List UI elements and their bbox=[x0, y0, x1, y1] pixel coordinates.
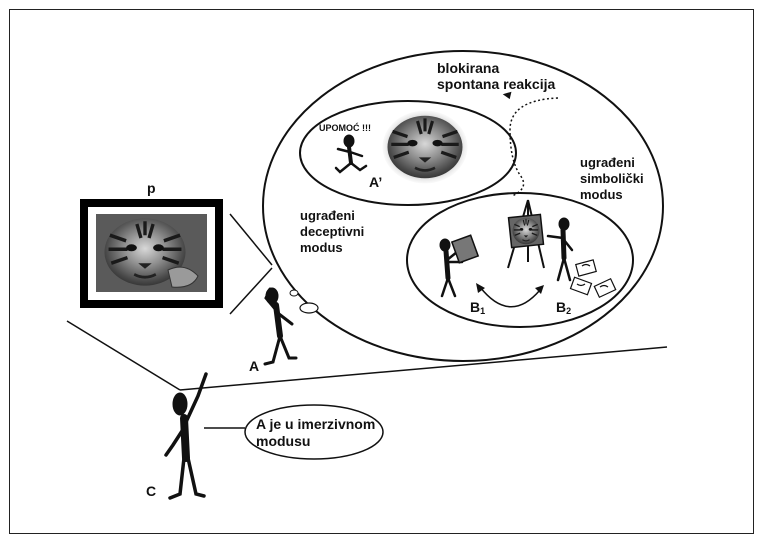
label-deceptive-mode-3: modus bbox=[300, 240, 343, 255]
label-figure-b1-sub: 1 bbox=[480, 306, 485, 316]
label-figure-a-prime: A’ bbox=[369, 174, 382, 190]
speech-text-line1: A je u imerzivnom bbox=[256, 416, 375, 432]
blocked-reaction-arrow bbox=[509, 97, 559, 197]
thought-bubble-small-1 bbox=[299, 302, 319, 314]
label-symbolic-mode-3: modus bbox=[580, 187, 623, 202]
blocked-reaction-arrowhead bbox=[502, 91, 512, 100]
figure-b1 bbox=[439, 238, 464, 298]
label-symbolic-mode-2: simbolički bbox=[580, 171, 644, 186]
label-figure-b1-letter: B bbox=[470, 299, 480, 315]
figure-c bbox=[164, 372, 208, 500]
label-picture: p bbox=[147, 180, 156, 196]
label-figure-c: C bbox=[146, 483, 156, 499]
label-figure-a: A bbox=[249, 358, 259, 374]
label-figure-b1: B1 bbox=[470, 299, 485, 316]
figure-a-prime-running bbox=[334, 134, 368, 174]
scattered-papers bbox=[569, 259, 617, 299]
figure-b2 bbox=[546, 217, 574, 282]
label-figure-b2: B2 bbox=[556, 299, 571, 316]
label-symbolic-mode-1: ugrađeni bbox=[580, 155, 635, 170]
figure-a bbox=[263, 287, 298, 366]
tiger-photo-small-icon bbox=[382, 110, 468, 184]
label-deceptive-mode-2: deceptivni bbox=[300, 224, 364, 239]
label-blocked-reaction-1: blokirana bbox=[437, 60, 499, 76]
b1-b2-arrowhead-right bbox=[535, 285, 544, 294]
b1-b2-arrow bbox=[479, 286, 541, 308]
page-border bbox=[9, 9, 754, 534]
speech-bubble bbox=[244, 404, 384, 460]
label-blocked-reaction-2: spontana reakcija bbox=[437, 76, 555, 92]
tiger-paw bbox=[167, 266, 199, 288]
speech-text-line2: modusu bbox=[256, 433, 310, 449]
b1-held-picture bbox=[450, 234, 480, 264]
label-help-shout: UPOMOĆ !!! bbox=[319, 122, 371, 133]
label-figure-b2-letter: B bbox=[556, 299, 566, 315]
label-figure-b2-sub: 2 bbox=[566, 306, 571, 316]
thought-bubble-small-2 bbox=[289, 289, 299, 297]
label-deceptive-mode-1: ugrađeni bbox=[300, 208, 355, 223]
floor-line-back bbox=[66, 320, 181, 391]
view-line-bottom bbox=[229, 267, 273, 315]
easel-tiger-icon bbox=[511, 217, 541, 245]
view-line-top bbox=[229, 213, 273, 266]
floor-line-front bbox=[179, 346, 668, 391]
b1-b2-arrowhead-left bbox=[476, 283, 485, 293]
inner-ellipse-symbolic bbox=[406, 192, 634, 328]
